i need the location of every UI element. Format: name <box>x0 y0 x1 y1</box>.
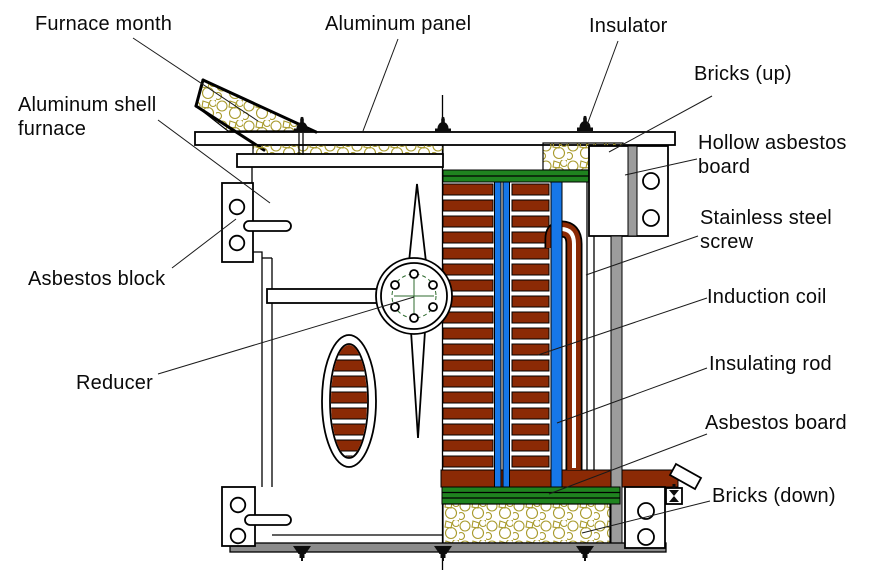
reducer-part <box>375 257 453 335</box>
leader-insulator <box>586 40 619 126</box>
asbestos-board-part <box>441 486 621 505</box>
insulator-bolts <box>294 115 593 132</box>
leader-furnace-month <box>132 37 259 122</box>
leader-screw <box>585 235 699 276</box>
label-induction-coil: Induction coil <box>707 286 827 308</box>
label-aluminum-panel: Aluminum panel <box>325 13 472 35</box>
label-furnace-month: Furnace month <box>35 13 173 35</box>
bricks-down-block <box>442 503 611 544</box>
drain-valve <box>665 484 683 505</box>
upper-right-bracket <box>588 145 669 237</box>
label-insulating-rod: Insulating rod <box>709 353 832 375</box>
leader-asbestos-block <box>171 218 237 269</box>
label-bricks-down: Bricks (down) <box>712 485 836 507</box>
leader-reducer <box>157 296 415 375</box>
shell-top-plate <box>236 153 444 168</box>
leader-induction-coil <box>537 297 708 356</box>
leader-aluminum-panel <box>362 38 399 132</box>
label-hollow-asbestos-board: Hollow asbestos board <box>698 132 847 178</box>
label-reducer: Reducer <box>76 372 153 394</box>
leader-hollow-asbestos <box>624 158 698 176</box>
asbestos-block-bracket-upper <box>221 182 292 263</box>
leader-bricks-up <box>608 95 713 153</box>
leader-lines <box>132 37 713 534</box>
asbestos-block-bracket-lower <box>221 486 292 547</box>
induction-coil-part <box>442 183 550 468</box>
label-asbestos-block: Asbestos block <box>28 268 166 290</box>
furnace-mouth-spout <box>194 78 318 152</box>
label-bricks-up: Bricks (up) <box>694 63 792 85</box>
leader-bricks-down <box>581 500 711 534</box>
inspection-window <box>321 334 377 468</box>
pouring-chute <box>668 462 703 491</box>
reducer-support-arm <box>266 288 379 304</box>
label-insulator: Insulator <box>589 15 668 37</box>
leader-shell-furnace <box>157 119 271 204</box>
label-asbestos-board: Asbestos board <box>705 412 847 434</box>
leader-insulating-rod <box>556 367 708 424</box>
leader-asbestos-board <box>548 433 708 495</box>
label-aluminum-shell-furnace: Aluminum shell furnace <box>18 94 157 140</box>
label-stainless-steel-screw: Stainless steel screw <box>700 207 832 253</box>
